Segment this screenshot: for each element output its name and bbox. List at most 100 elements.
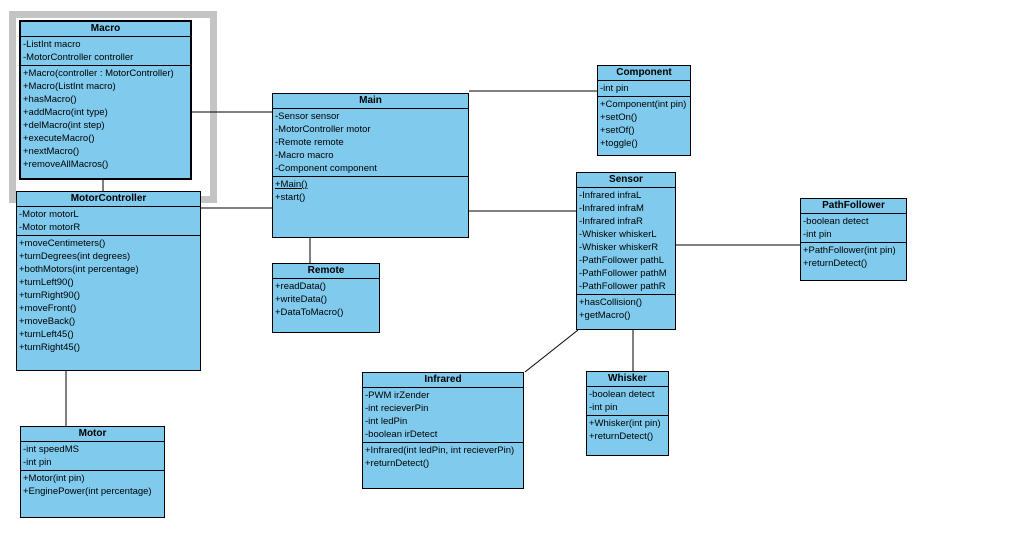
class-title: Sensor bbox=[577, 173, 675, 188]
methods-compartment: +readData()+writeData()+DataToMacro() bbox=[273, 279, 379, 332]
class-method: +start() bbox=[275, 192, 306, 203]
class-attribute: -Infrared infraL bbox=[579, 190, 642, 201]
class-attribute: -PathFollower pathR bbox=[579, 281, 666, 292]
class-method: +returnDetect() bbox=[803, 258, 868, 269]
class-method: +hasCollision() bbox=[579, 297, 643, 308]
attributes-compartment: -boolean detect -int pin bbox=[801, 214, 906, 243]
class-title: Whisker bbox=[587, 372, 668, 387]
class-method: +Component(int pin) bbox=[600, 99, 687, 110]
class-attribute: -MotorController controller bbox=[23, 52, 134, 63]
methods-compartment: +hasCollision() +getMacro() bbox=[577, 295, 675, 329]
class-method: +moveFront() bbox=[19, 303, 77, 314]
class-attribute: -Infrared infraM bbox=[579, 203, 644, 214]
class-method: +moveBack() bbox=[19, 316, 76, 327]
class-attribute: -int pin bbox=[23, 457, 52, 468]
class-title: Remote bbox=[273, 264, 379, 279]
class-attribute: -PathFollower pathL bbox=[579, 255, 665, 266]
class-attribute: -Macro macro bbox=[275, 150, 334, 161]
class-attribute: -Motor motorL bbox=[19, 209, 79, 220]
class-method: +returnDetect() bbox=[365, 458, 430, 469]
class-attribute: -boolean detect bbox=[803, 216, 869, 227]
attributes-compartment: -ListInt macro -MotorController controlle… bbox=[21, 37, 190, 66]
class-method: +turnRight45() bbox=[19, 342, 80, 353]
attributes-compartment: -Sensor sensor-MotorController motor-Rem… bbox=[273, 109, 468, 177]
methods-compartment: +Infrared(int ledPin, int recieverPin) +r… bbox=[363, 443, 523, 488]
methods-compartment: +PathFollower(int pin) +returnDetect() bbox=[801, 243, 906, 280]
class-attribute: -int recieverPin bbox=[365, 403, 429, 414]
class-method: +toggle() bbox=[600, 138, 638, 149]
class-method: +Main() bbox=[275, 179, 308, 190]
class-method: +moveCentimeters() bbox=[19, 238, 106, 249]
class-box-component[interactable]: Component -int pin +Component(int pin) +set… bbox=[597, 65, 691, 156]
class-title: Infrared bbox=[363, 373, 523, 388]
class-method: +returnDetect() bbox=[589, 431, 654, 442]
class-method: +setOn() bbox=[600, 112, 638, 123]
methods-compartment: +Motor(int pin) +EnginePower(int percenta… bbox=[21, 471, 164, 517]
class-method: +Infrared(int ledPin, int recieverPin) bbox=[365, 445, 515, 456]
class-method: +executeMacro() bbox=[23, 133, 95, 144]
class-method: +turnLeft90() bbox=[19, 277, 74, 288]
class-method: +bothMotors(int percentage) bbox=[19, 264, 139, 275]
class-method: +Macro(controller : MotorController) bbox=[23, 68, 174, 79]
class-attribute: -int pin bbox=[600, 83, 629, 94]
class-method: +turnLeft45() bbox=[19, 329, 74, 340]
methods-compartment: +Macro(controller : MotorController) +Mac… bbox=[21, 66, 190, 178]
class-title: PathFollower bbox=[801, 199, 906, 214]
methods-compartment: +moveCentimeters() +turnDegrees(int degre… bbox=[17, 236, 200, 370]
class-method: +Motor(int pin) bbox=[23, 473, 85, 484]
class-method: +nextMacro() bbox=[23, 146, 80, 157]
class-method: +getMacro() bbox=[579, 310, 631, 321]
class-attribute: -int pin bbox=[803, 229, 832, 240]
class-method: +EnginePower(int percentage) bbox=[23, 486, 152, 497]
class-method: +Macro(ListInt macro) bbox=[23, 81, 116, 92]
class-method: +PathFollower(int pin) bbox=[803, 245, 896, 256]
attributes-compartment: -Infrared infraL -Infrared infraM -Infrare… bbox=[577, 188, 675, 295]
class-title: Motor bbox=[21, 427, 164, 442]
class-attribute: -Component component bbox=[275, 163, 377, 174]
class-attribute: -PathFollower pathM bbox=[579, 268, 667, 279]
class-box-remote[interactable]: Remote+readData()+writeData()+DataToMacr… bbox=[272, 263, 380, 333]
class-method: +setOf() bbox=[600, 125, 635, 136]
class-attribute: -int speedMS bbox=[23, 444, 79, 455]
attributes-compartment: -boolean detect -int pin bbox=[587, 387, 668, 416]
class-attribute: -PWM irZender bbox=[365, 390, 430, 401]
class-attribute: -boolean irDetect bbox=[365, 429, 438, 440]
class-box-motor[interactable]: Motor -int speedMS -int pin +Motor(int pin)… bbox=[20, 426, 165, 518]
attributes-compartment: -int pin bbox=[598, 81, 690, 97]
attributes-compartment: -PWM irZender -int recieverPin -int ledPin… bbox=[363, 388, 523, 443]
class-attribute: -Sensor sensor bbox=[275, 111, 340, 122]
attributes-compartment: -Motor motorL -Motor motorR bbox=[17, 207, 200, 236]
class-attribute: -Motor motorR bbox=[19, 222, 81, 233]
class-box-main[interactable]: Main -Sensor sensor -MotorController motor… bbox=[272, 93, 469, 238]
class-box-pathfollower[interactable]: PathFollower -boolean detect -int pin +Path… bbox=[800, 198, 907, 281]
class-attribute: -int pin bbox=[589, 402, 618, 413]
class-method: +readData() bbox=[275, 281, 326, 292]
class-box-macro[interactable]: Macro -ListInt macro -MotorController cont… bbox=[19, 20, 192, 180]
class-method: +removeAllMacros() bbox=[23, 159, 109, 170]
class-box-motorcontroller[interactable]: MotorController-Motor motorL-Motor motor… bbox=[16, 191, 201, 371]
class-attribute: -MotorController motor bbox=[275, 124, 371, 135]
methods-compartment: +Component(int pin) +setOn() +setOf() +togg… bbox=[598, 97, 690, 155]
class-title: Macro bbox=[21, 22, 190, 37]
class-box-sensor[interactable]: Sensor-Infrared infraL-Infrared infraM-I… bbox=[576, 172, 676, 330]
class-title: Component bbox=[598, 66, 690, 81]
class-box-infrared[interactable]: Infrared -PWM irZender -int recieverPin -in… bbox=[362, 372, 524, 489]
class-attribute: -Infrared infraR bbox=[579, 216, 643, 227]
class-method: +hasMacro() bbox=[23, 94, 77, 105]
methods-compartment: +Whisker(int pin)+returnDetect() bbox=[587, 416, 668, 455]
methods-compartment: +Main() +start() bbox=[273, 177, 468, 237]
class-method: +addMacro(int type) bbox=[23, 107, 108, 118]
class-attribute: -Whisker whiskerL bbox=[579, 229, 657, 240]
class-attribute: -int ledPin bbox=[365, 416, 408, 427]
class-title: MotorController bbox=[17, 192, 200, 207]
class-attribute: -ListInt macro bbox=[23, 39, 81, 50]
class-box-whisker[interactable]: Whisker -boolean detect -int pin +Whisker(i… bbox=[586, 371, 669, 456]
connection-sensor-infrared[interactable] bbox=[524, 329, 579, 373]
class-title: Main bbox=[273, 94, 468, 109]
class-method: +turnRight90() bbox=[19, 290, 80, 301]
class-method: +turnDegrees(int degrees) bbox=[19, 251, 131, 262]
class-method: +delMacro(int step) bbox=[23, 120, 105, 131]
class-attribute: -boolean detect bbox=[589, 389, 655, 400]
